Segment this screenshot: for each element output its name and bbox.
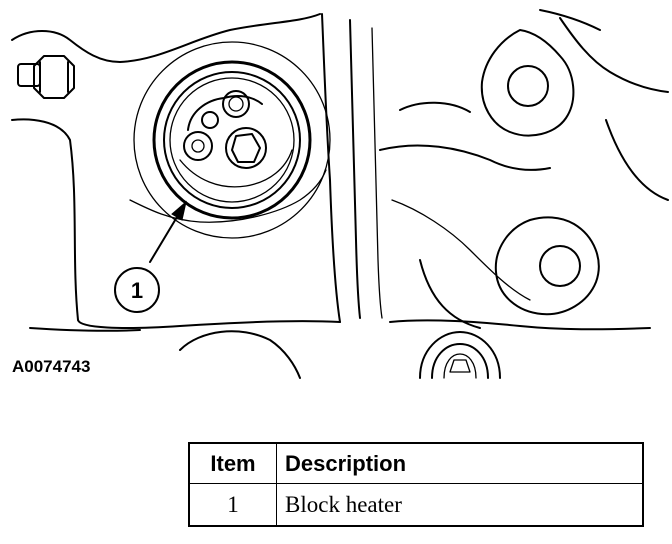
figure-id: A0074743 xyxy=(12,357,91,376)
lower-fitting xyxy=(419,331,501,379)
legend-table: Item Description 1 Block heater xyxy=(188,442,644,527)
legend-header-row: Item Description xyxy=(188,442,644,484)
right-bosses xyxy=(379,9,669,331)
callout-number: 1 xyxy=(131,278,143,303)
legend-item-description: Block heater xyxy=(276,483,644,527)
block-heater xyxy=(133,41,331,239)
vertical-ribs xyxy=(321,13,383,323)
legend-header-item: Item xyxy=(188,442,277,484)
table-row: 1 Block heater xyxy=(188,483,644,527)
casting-outline xyxy=(11,13,341,379)
engine-block-illustration: 1 xyxy=(11,9,669,379)
stud-bolt xyxy=(17,55,75,99)
legend-header-description: Description xyxy=(276,442,644,484)
legend-item-number: 1 xyxy=(188,483,277,527)
callout-1: 1 xyxy=(114,267,160,313)
callout-leader xyxy=(149,200,187,263)
